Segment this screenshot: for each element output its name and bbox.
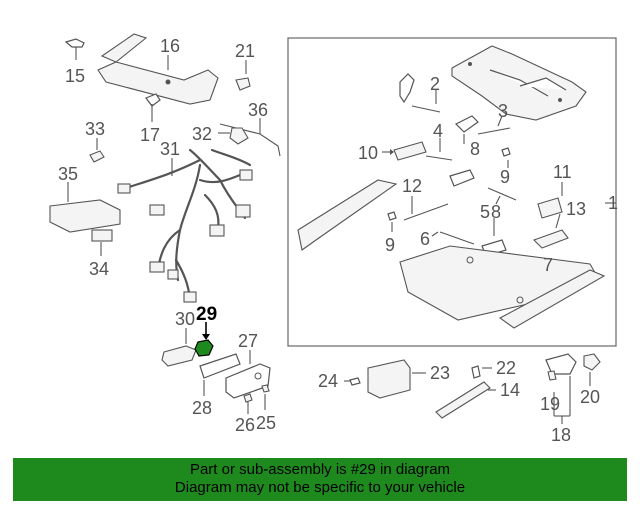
part-21 xyxy=(235,60,251,91)
part-13-bracket xyxy=(532,213,569,249)
callout-35: 35 xyxy=(58,164,78,184)
callout-30: 30 xyxy=(175,309,195,329)
part-4-rod xyxy=(425,138,453,161)
part-28-bezel xyxy=(199,353,241,396)
callout-21: 21 xyxy=(235,41,255,61)
callout-18: 18 xyxy=(551,425,571,445)
part-10-switch xyxy=(382,141,427,161)
callout-22: 22 xyxy=(496,358,516,378)
part-6-cable xyxy=(431,231,475,245)
part-9-clip-lower xyxy=(387,211,397,232)
callout-1: 1 xyxy=(608,193,618,213)
callout-8-upper: 8 xyxy=(470,139,480,159)
callout-10: 10 xyxy=(358,143,378,163)
seat-track-upper xyxy=(451,45,587,121)
part-36-rod xyxy=(219,118,281,157)
part-23-bracket xyxy=(367,359,426,399)
callout-33: 33 xyxy=(85,119,105,139)
callout-28: 28 xyxy=(192,398,212,418)
part-30-switch xyxy=(161,328,197,367)
callout-26: 26 xyxy=(235,415,255,435)
banner-line-2: Diagram may not be specific to your vehi… xyxy=(174,479,466,496)
part-20-knob xyxy=(583,353,601,386)
part-27-bezel xyxy=(225,350,271,399)
part-29-highlighted xyxy=(194,322,214,357)
callout-11: 11 xyxy=(553,162,572,182)
part-34 xyxy=(91,229,113,256)
callout-36: 36 xyxy=(248,100,268,120)
part-22-clip xyxy=(471,365,492,379)
callout-29: 29 xyxy=(196,304,217,325)
callout-5: 5 xyxy=(480,202,490,222)
callout-27: 27 xyxy=(238,331,258,351)
assembly-frame xyxy=(287,37,617,347)
part-2-link xyxy=(399,73,441,113)
callout-3: 3 xyxy=(498,101,508,121)
part-31-wiring-harness xyxy=(117,148,253,303)
callout-12: 12 xyxy=(402,176,422,196)
part-9-clip-upper xyxy=(501,147,511,168)
callout-24: 24 xyxy=(318,371,338,391)
part-17-screw xyxy=(145,93,161,122)
callout-4: 4 xyxy=(433,121,443,141)
seat-track-lower xyxy=(297,179,606,329)
part-24-screw xyxy=(344,377,361,386)
callout-31: 31 xyxy=(160,139,180,159)
banner-line-1: Part or sub-assembly is #29 in diagram xyxy=(189,461,451,478)
callout-34: 34 xyxy=(89,259,109,279)
callout-2: 2 xyxy=(430,74,440,94)
part-25 xyxy=(261,384,270,410)
callout-23: 23 xyxy=(430,363,450,383)
callout-15: 15 xyxy=(65,66,85,86)
part-18-cover xyxy=(545,353,577,424)
callout-19: 19 xyxy=(540,394,560,414)
part-33-clip xyxy=(89,138,105,163)
callout-9-lower: 9 xyxy=(385,235,395,255)
part-32-bracket xyxy=(218,127,249,145)
part-15-clip xyxy=(64,38,85,60)
callout-17: 17 xyxy=(140,125,160,145)
callout-20: 20 xyxy=(580,387,600,407)
callout-8-lower: 8 xyxy=(491,202,501,222)
part-8-motor-upper xyxy=(454,115,479,144)
callout-6: 6 xyxy=(420,229,430,249)
part-14-trim xyxy=(435,381,496,419)
callout-14: 14 xyxy=(500,380,520,400)
callout-13: 13 xyxy=(566,199,586,219)
part-11 xyxy=(537,182,563,219)
callout-25: 25 xyxy=(256,413,276,433)
part-16-cover xyxy=(97,33,219,105)
info-banner: Part or sub-assembly is #29 in diagram D… xyxy=(13,458,627,501)
part-26 xyxy=(243,393,253,414)
part-35-module xyxy=(49,182,121,233)
part-3-rod xyxy=(477,115,511,135)
callout-16: 16 xyxy=(160,36,180,56)
callout-7: 7 xyxy=(543,255,553,275)
part-12-rod xyxy=(403,196,449,221)
callout-9-upper: 9 xyxy=(500,167,510,187)
part-5-rod xyxy=(487,187,517,205)
callout-32: 32 xyxy=(192,124,212,144)
